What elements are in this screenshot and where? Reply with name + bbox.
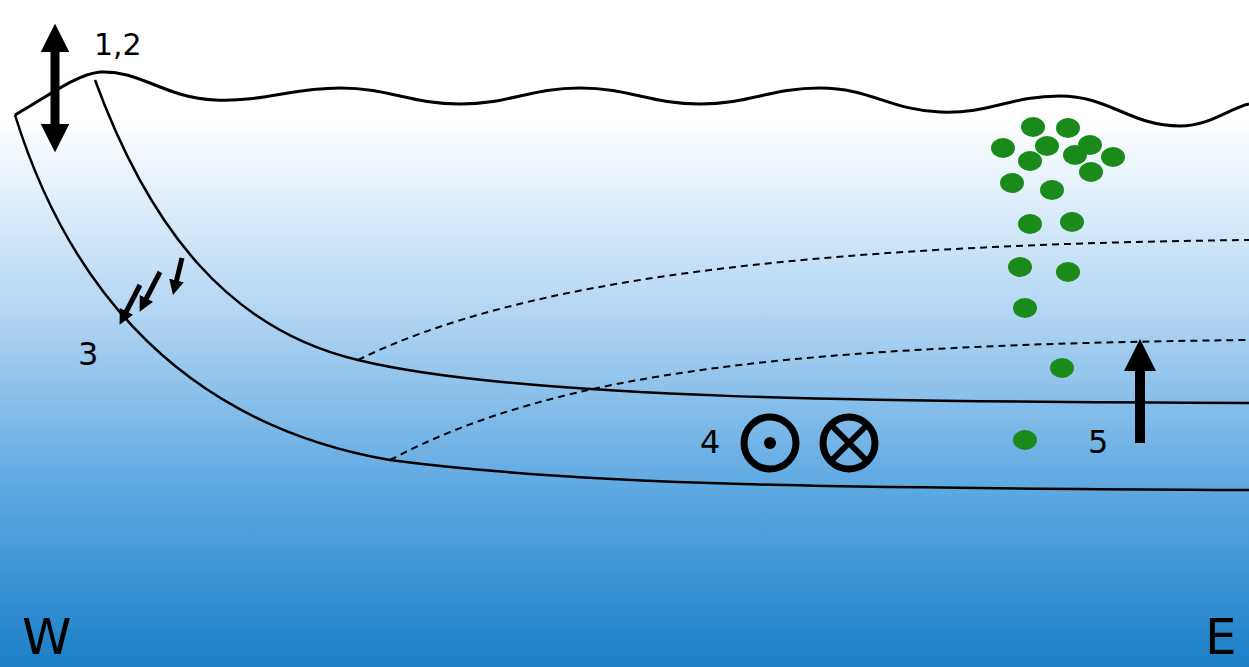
- dashed-isopycnal: [358, 240, 1249, 360]
- out-of-page-symbol: [744, 417, 796, 469]
- into-page-symbol: [823, 417, 875, 469]
- upwelling-arrow: [1135, 355, 1145, 443]
- into-page-symbol: [832, 426, 866, 460]
- flow-arrow: [143, 272, 160, 305]
- layer-boundary: [95, 80, 1249, 403]
- compass-label: W: [22, 612, 71, 662]
- sea-surface: [15, 72, 1249, 126]
- flow-arrow: [169, 258, 187, 288]
- vertical-double-arrow: [51, 38, 60, 138]
- layer-boundary: [15, 115, 1249, 490]
- phytoplankton: [991, 117, 1125, 450]
- out-of-page-symbol: [764, 437, 776, 449]
- callout-number: 1,2: [94, 30, 142, 60]
- callout-number: 5: [1088, 426, 1108, 458]
- flow-arrow: [123, 285, 140, 318]
- callout-number: 4: [700, 426, 720, 458]
- compass-label: E: [1205, 612, 1237, 662]
- callout-number: 3: [78, 338, 98, 370]
- into-page-symbol: [832, 426, 866, 460]
- water: [0, 72, 1249, 667]
- dashed-isopycnal: [390, 340, 1249, 460]
